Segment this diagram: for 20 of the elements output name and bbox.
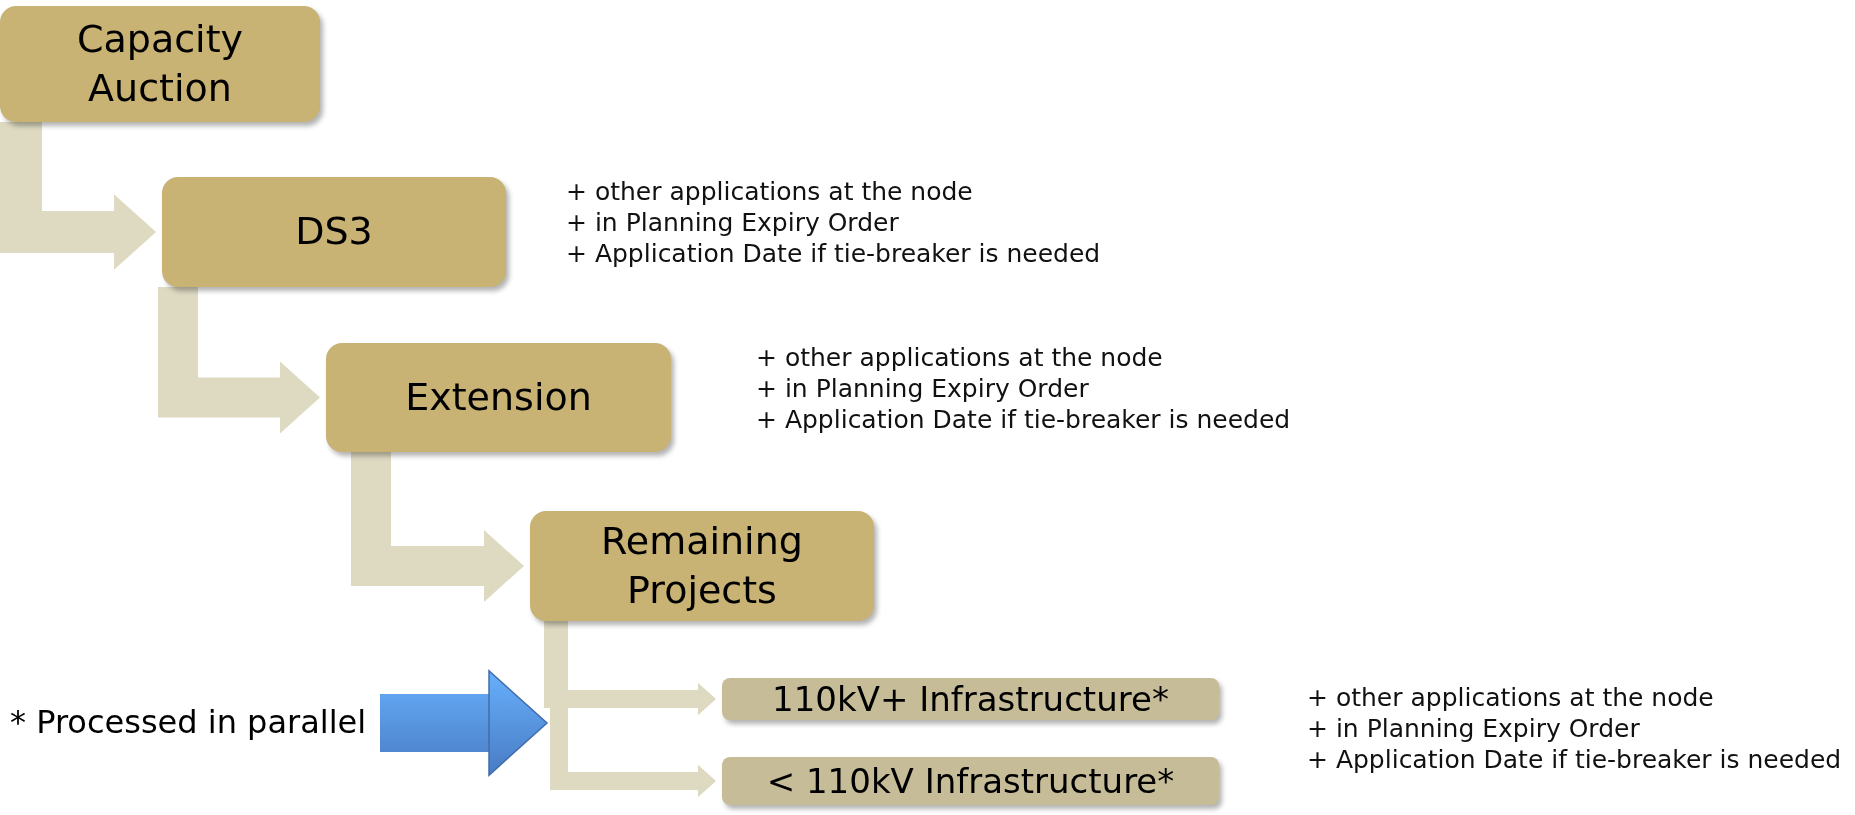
note-text: + in Planning Expiry Order — [1307, 713, 1641, 744]
process-box: Remaining Projects — [530, 511, 874, 621]
process-box: < 110kV Infrastructure* — [722, 757, 1219, 805]
block-arrow — [380, 669, 549, 777]
note-text: + other applications at the node — [756, 342, 1164, 373]
bent-arrow — [0, 122, 156, 270]
note-text: * Processed in parallel — [10, 698, 380, 748]
note-text: + Application Date if tie-breaker is needed — [566, 238, 1101, 269]
process-box: Capacity Auction — [0, 6, 320, 122]
note-text: + other applications at the node — [1307, 682, 1715, 713]
note-text: + other applications at the node — [566, 176, 974, 207]
note-text: + in Planning Expiry Order — [756, 373, 1090, 404]
note-text: + Application Date if tie-breaker is needed — [1307, 744, 1842, 775]
process-box: Extension — [326, 343, 671, 452]
bent-arrow — [544, 621, 716, 716]
process-box: DS3 — [162, 177, 506, 287]
note-text: + Application Date if tie-breaker is needed — [756, 404, 1291, 435]
bent-arrow — [550, 621, 716, 798]
note-text: + in Planning Expiry Order — [566, 207, 900, 238]
process-box: 110kV+ Infrastructure* — [722, 678, 1219, 720]
